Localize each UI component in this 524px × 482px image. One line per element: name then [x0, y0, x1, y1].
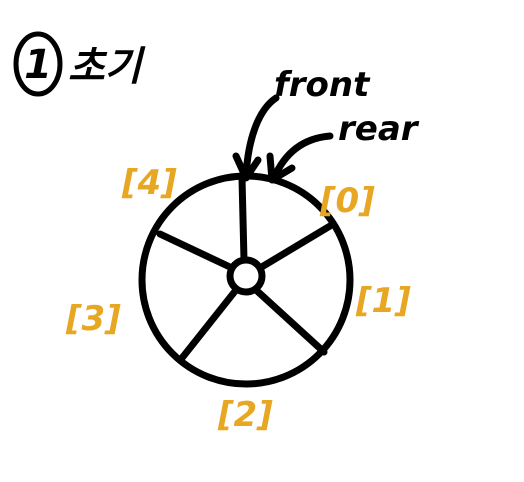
rear-pointer-label: rear: [338, 109, 420, 149]
rear-arrow: [266, 132, 334, 184]
slot-4-label: [4]: [121, 163, 177, 203]
step-number: 1: [24, 42, 52, 88]
step-heading: 1 초기: [13, 31, 146, 97]
slot-3-label: [3]: [65, 299, 121, 339]
spoke-0: [238, 174, 248, 264]
slot-0-label: [0]: [319, 181, 375, 221]
spoke-4: [156, 230, 236, 272]
step-title: 초기: [68, 44, 146, 90]
slot-1-label: [1]: [355, 281, 411, 321]
slot-2-label: [2]: [217, 395, 273, 435]
spoke-2: [252, 286, 328, 356]
spoke-3: [178, 286, 240, 362]
queue-wheel: [138, 172, 354, 388]
spoke-1: [256, 222, 334, 272]
slot-index-labels: [0] [1] [2] [3] [4]: [65, 163, 411, 435]
step-number-circle: [13, 31, 63, 97]
front-pointer-label: front: [274, 65, 371, 105]
outer-ring: [138, 172, 354, 388]
